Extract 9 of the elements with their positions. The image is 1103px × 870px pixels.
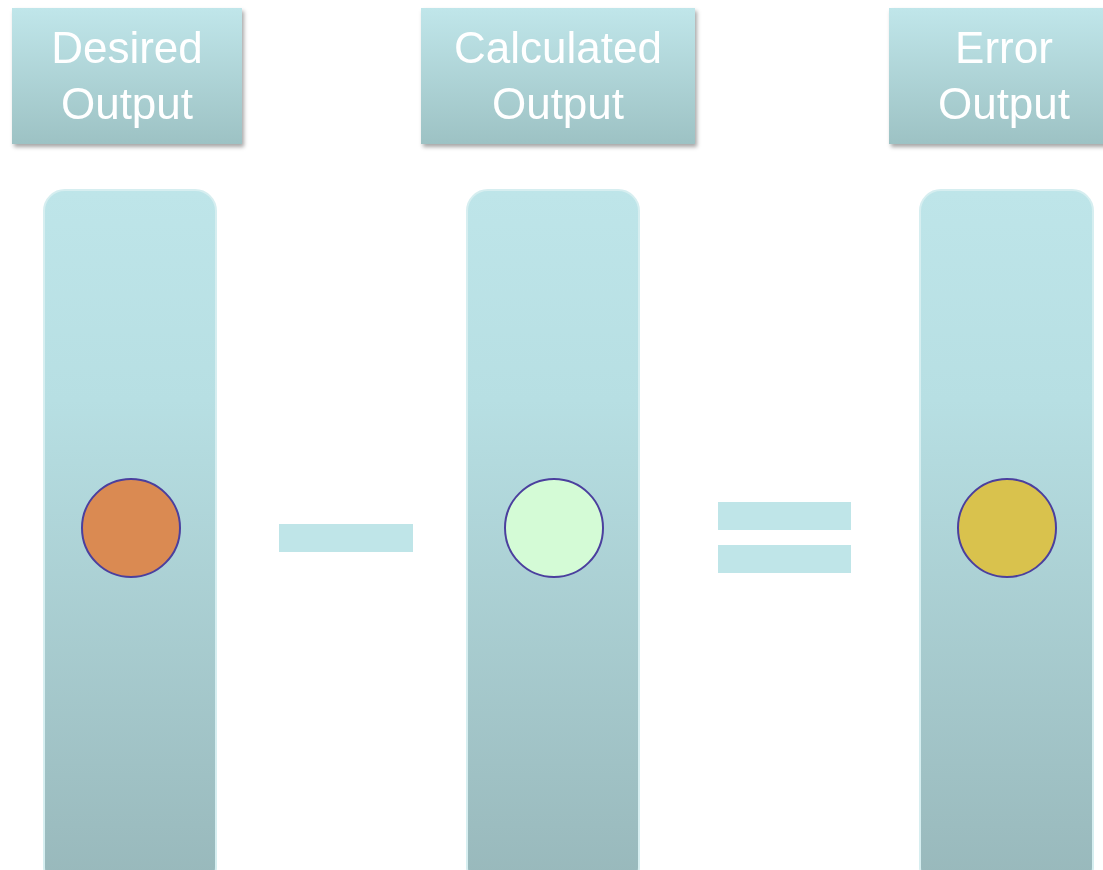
column-bar [466,189,640,870]
column-bar [919,189,1094,870]
header-label: Calculated Output [453,22,663,130]
header-label: Error Output [936,22,1072,130]
header-box [12,8,242,144]
header-label: Desired Output [50,22,204,130]
header-box [421,8,695,144]
column-bar [43,189,217,870]
header-box [889,8,1103,144]
